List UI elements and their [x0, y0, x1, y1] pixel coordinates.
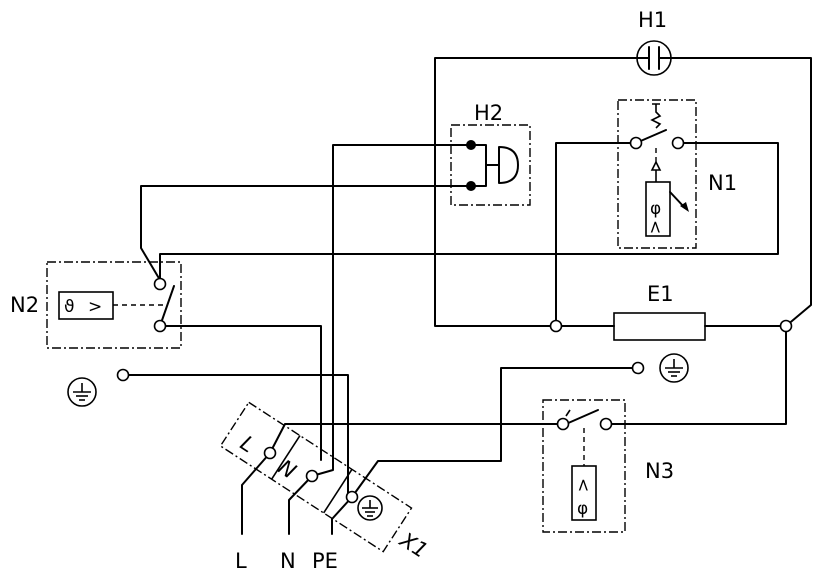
x1-terminal-n: N [274, 455, 300, 484]
n3-switch-blade [565, 409, 599, 425]
e1-junction-right [779, 319, 793, 333]
n2-terminal-top [153, 277, 167, 291]
h2-box [450, 124, 531, 206]
x1-terminal-block [219, 401, 413, 553]
n3-terminal-right [599, 417, 613, 431]
x1-terminal-pe-screw [345, 490, 359, 504]
n1-box [617, 99, 697, 249]
wires [122, 57, 812, 535]
n2-switch-blade [159, 285, 175, 327]
wire-label-l: L [235, 549, 247, 573]
h2-label: H2 [474, 101, 503, 125]
n2-label: N2 [10, 293, 39, 317]
n2-terminal-bottom [153, 319, 167, 333]
ground-terminal-left [116, 368, 130, 382]
n3-less: < [573, 478, 593, 492]
n3-switch-stop [565, 409, 571, 417]
ground-symbol-icon [659, 353, 689, 383]
buzzer-icon [470, 144, 519, 187]
x1-terminal-n-screw [305, 469, 319, 483]
n3-box [542, 399, 626, 533]
h2-terminal-bottom [466, 181, 476, 191]
h2-terminal-top [466, 140, 476, 150]
n1-less: < [645, 220, 665, 234]
n1-label: N1 [708, 171, 737, 195]
n1-terminal-left [629, 136, 643, 150]
n3-label: N3 [645, 459, 674, 483]
e1-junction-left [549, 319, 563, 333]
n3-terminal-left [556, 417, 570, 431]
ground-symbol-icon [357, 495, 383, 521]
n2-greater: > [88, 297, 102, 317]
n1-sensor-symbol: φ [650, 199, 661, 219]
ground-symbol-icon [67, 377, 97, 407]
n3-sensor-symbol: φ [577, 499, 588, 519]
n1-switch: φ < [635, 103, 689, 237]
n2-box [46, 261, 182, 349]
h1-label: H1 [638, 8, 667, 32]
x1-label: X1 [395, 527, 432, 563]
wire-label-pe: PE [312, 549, 338, 573]
n3-sensor [571, 465, 597, 521]
n2-theta: ϑ [64, 297, 75, 317]
n1-terminal-right [671, 136, 685, 150]
h1-lamp [636, 40, 673, 76]
x1-terminal-l: L [236, 431, 259, 458]
e1-label: E1 [647, 282, 674, 306]
ground-terminal-right [631, 361, 645, 375]
x1-terminal-l-screw [263, 446, 277, 460]
e1-resistor [613, 312, 706, 341]
wire-label-n: N [280, 549, 296, 573]
